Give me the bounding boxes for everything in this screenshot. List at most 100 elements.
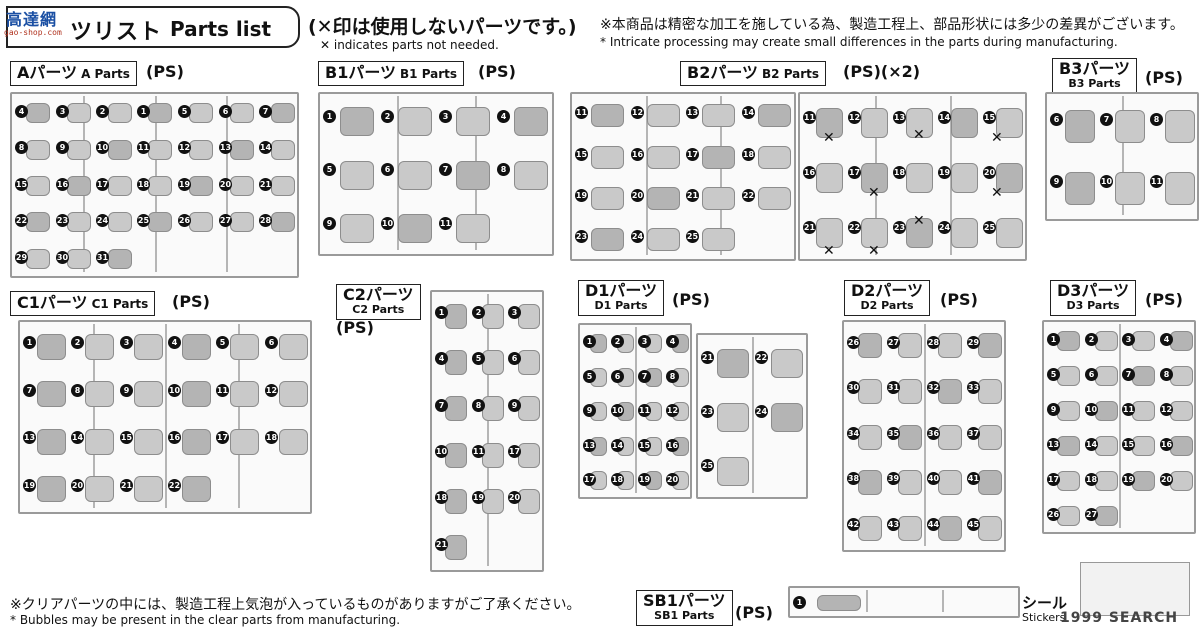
d3-parts-label-jp: D3パーツ <box>1057 281 1130 300</box>
stickers-label-en: Stickers <box>1022 611 1066 624</box>
part-shape <box>398 161 432 190</box>
part-number-callout: 6 <box>611 370 624 383</box>
part-shape <box>230 176 254 196</box>
part-shape <box>26 140 50 160</box>
a-parts-material: (PS) <box>146 62 184 81</box>
d3-parts-material: (PS) <box>1145 290 1183 309</box>
part-shape <box>271 212 295 232</box>
part-number-callout: 25 <box>137 214 150 227</box>
part-shape <box>445 489 467 514</box>
part-number-callout: 9 <box>120 384 133 397</box>
part-shape <box>26 249 50 269</box>
part-shape <box>37 429 66 455</box>
runner-gate <box>752 337 754 493</box>
part-number-callout: 44 <box>927 518 940 531</box>
part-shape <box>591 228 624 251</box>
part-shape <box>717 349 749 378</box>
part-shape <box>861 218 888 248</box>
part-number-callout: 21 <box>686 189 699 202</box>
part-number-callout: 10 <box>435 445 448 458</box>
sb1-parts-runner: 1 <box>788 586 1020 618</box>
part-number-callout: 17 <box>96 178 109 191</box>
part-shape <box>482 350 504 375</box>
part-shape <box>906 108 933 138</box>
part-number-callout: 17 <box>848 166 861 179</box>
part-shape <box>591 187 624 210</box>
c1-parts-material: (PS) <box>172 292 210 311</box>
part-shape <box>134 334 163 360</box>
part-number-callout: 35 <box>887 427 900 440</box>
b3-parts-material: (PS) <box>1145 68 1183 87</box>
part-shape <box>1057 401 1080 421</box>
runner-gate <box>1119 324 1121 528</box>
part-shape <box>816 218 843 248</box>
part-number-callout: 9 <box>1047 403 1060 416</box>
part-shape <box>771 403 803 432</box>
part-number-callout: 4 <box>168 336 181 349</box>
d2-parts-label-jp: D2パーツ <box>851 281 924 300</box>
part-shape <box>1095 471 1118 491</box>
part-number-callout: 5 <box>178 105 191 118</box>
part-shape <box>85 429 114 455</box>
c2-parts-label-jp: C2パーツ <box>343 285 414 304</box>
part-number-callout: 40 <box>927 472 940 485</box>
part-number-callout: 31 <box>96 251 109 264</box>
part-shape <box>951 163 978 193</box>
part-number-callout: 45 <box>967 518 980 531</box>
part-shape <box>1132 401 1155 421</box>
part-shape <box>861 163 888 193</box>
part-number-callout: 8 <box>666 370 679 383</box>
part-number-callout: 19 <box>1122 473 1135 486</box>
part-number-callout: 20 <box>219 178 232 191</box>
part-number-callout: 15 <box>575 148 588 161</box>
part-shape <box>978 470 1002 495</box>
part-number-callout: 21 <box>435 538 448 551</box>
unused-part-x-mark: ✕ <box>823 130 835 146</box>
part-number-callout: 11 <box>1122 403 1135 416</box>
part-number-callout: 2 <box>1085 333 1098 346</box>
part-number-callout: 30 <box>56 251 69 264</box>
part-number-callout: 14 <box>611 439 624 452</box>
part-number-callout: 8 <box>497 163 510 176</box>
part-number-callout: 13 <box>893 111 906 124</box>
runner-gate <box>924 324 926 546</box>
part-number-callout: 7 <box>439 163 452 176</box>
part-number-callout: 18 <box>893 166 906 179</box>
part-shape <box>182 476 211 502</box>
part-number-callout: 12 <box>631 106 644 119</box>
part-shape <box>148 176 172 196</box>
part-shape <box>108 249 132 269</box>
part-shape <box>514 107 548 136</box>
part-number-callout: 38 <box>847 472 860 485</box>
d2-parts-material: (PS) <box>940 290 978 309</box>
part-shape <box>134 476 163 502</box>
part-shape <box>996 218 1023 248</box>
part-number-callout: 10 <box>168 384 181 397</box>
part-number-callout: 12 <box>265 384 278 397</box>
part-number-callout: 3 <box>56 105 69 118</box>
part-number-callout: 13 <box>1047 438 1060 451</box>
part-number-callout: 28 <box>927 336 940 349</box>
part-number-callout: 36 <box>927 427 940 440</box>
b3-parts-label-jp: B3パーツ <box>1059 59 1131 78</box>
part-number-callout: 3 <box>439 110 452 123</box>
part-number-callout: 3 <box>508 306 521 319</box>
d1-parts-material: (PS) <box>672 290 710 309</box>
part-shape <box>445 304 467 329</box>
part-number-callout: 1 <box>583 335 596 348</box>
part-number-callout: 20 <box>631 189 644 202</box>
part-number-callout: 16 <box>168 431 181 444</box>
part-shape <box>816 163 843 193</box>
part-shape <box>1132 366 1155 386</box>
part-number-callout: 8 <box>71 384 84 397</box>
part-shape <box>230 334 259 360</box>
part-number-callout: 16 <box>56 178 69 191</box>
part-number-callout: 15 <box>15 178 28 191</box>
part-shape <box>134 381 163 407</box>
part-shape <box>26 176 50 196</box>
part-number-callout: 17 <box>583 473 596 486</box>
